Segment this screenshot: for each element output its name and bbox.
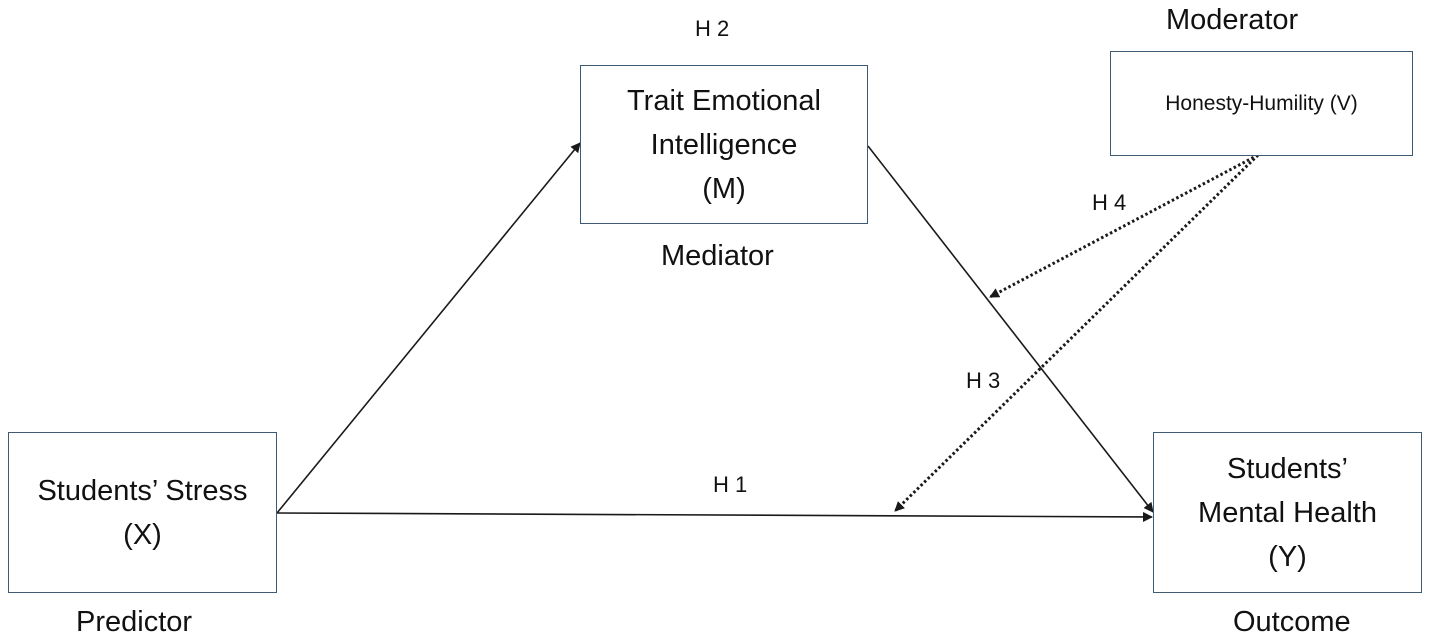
outcome-role-label: Outcome xyxy=(1233,606,1351,638)
predictor-box: Students’ Stress (X) xyxy=(8,432,277,593)
arrow-x-to-m xyxy=(276,142,581,514)
hypothesis-h1-label: H 1 xyxy=(713,472,748,497)
arrow-m-to-y xyxy=(867,145,1154,513)
hypothesis-h4-label: H 4 xyxy=(1092,190,1127,215)
mediator-line-2: Intelligence xyxy=(650,128,798,161)
predictor-role-label: Predictor xyxy=(76,606,193,638)
mediator-box: Trait Emotional Intelligence (M) xyxy=(580,65,868,224)
outcome-line-2: Mental Health xyxy=(1198,496,1377,529)
mediator-line-1: Trait Emotional xyxy=(627,84,821,117)
mediator-role-label: Mediator xyxy=(661,240,774,272)
arrow-x-to-y xyxy=(276,511,1153,522)
hypothesis-h2-label: H 2 xyxy=(695,16,730,41)
hypothesis-h3-label: H 3 xyxy=(966,368,1001,393)
moderator-box: Honesty-Humility (V) xyxy=(1110,51,1413,156)
arrow-v-to-m-y-path xyxy=(989,153,1259,299)
predictor-line-1: Students’ Stress xyxy=(37,474,248,507)
moderator-line-1: Honesty-Humility (V) xyxy=(1165,91,1358,115)
predictor-line-2: (X) xyxy=(123,518,162,551)
outcome-box: Students’ Mental Health (Y) xyxy=(1153,432,1422,593)
moderator-role-label: Moderator xyxy=(1166,4,1299,36)
mediator-line-3: (M) xyxy=(702,172,746,205)
outcome-line-3: (Y) xyxy=(1268,540,1307,573)
outcome-line-1: Students’ xyxy=(1227,452,1348,485)
